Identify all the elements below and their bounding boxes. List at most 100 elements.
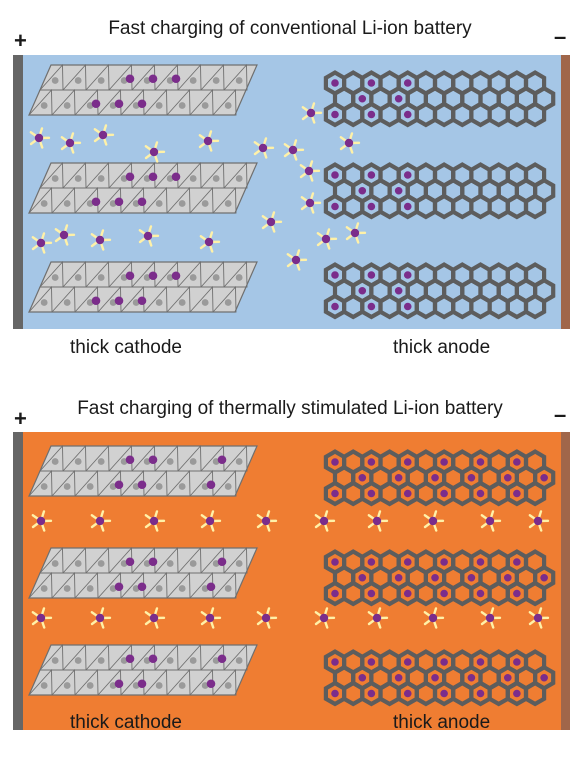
lithium-ion (394, 573, 403, 582)
lithium-ion (125, 172, 135, 182)
cathode-site (155, 483, 163, 490)
cathode-layer (27, 444, 258, 497)
cathode-site (155, 585, 163, 592)
solvated-lithium-ion (90, 607, 112, 629)
cathode-lattice-cell (165, 186, 191, 214)
lithium-ion (331, 458, 339, 466)
anode-layer (323, 70, 556, 128)
cathode-site (51, 657, 59, 664)
solvated-lithium-ion (256, 510, 278, 532)
lithium-ion (467, 573, 476, 582)
lithium-ion (291, 255, 301, 265)
lithium-ion (217, 557, 227, 567)
lithium-ion (148, 172, 158, 182)
cathode-site (235, 560, 243, 567)
solvated-lithium-ion (367, 607, 389, 629)
solvated-lithium-ion (90, 229, 112, 251)
negative-terminal-sign: – (554, 402, 567, 427)
lithium-ion (36, 516, 46, 526)
solvated-lithium-ion (90, 510, 112, 532)
lithium-ion (394, 673, 403, 682)
cathode-site (178, 483, 186, 490)
solvated-lithium-ion (367, 510, 389, 532)
lithium-ion (36, 238, 46, 248)
solvated-lithium-ion (29, 127, 51, 149)
lithium-ion (350, 228, 360, 238)
solvated-lithium-ion (144, 607, 166, 629)
lithium-ion (149, 147, 159, 157)
lithium-ion (114, 99, 124, 109)
cathode-site (178, 200, 186, 207)
cathode-lattice-cell (73, 571, 99, 599)
lithium-ion (533, 613, 543, 623)
cathode-lattice-cell (73, 668, 99, 696)
lithium-ion (358, 673, 367, 682)
cathode-lattice-cell (142, 571, 168, 599)
cathode-lattice-cell (211, 186, 237, 214)
cathode-layer (27, 63, 258, 116)
lithium-ion (114, 480, 124, 490)
anode-layer (323, 262, 556, 320)
lithium-ion (206, 679, 216, 689)
cathode-lattice-cell (50, 186, 76, 214)
cathode-site (51, 274, 59, 281)
cathode-lattice-cell (188, 186, 214, 214)
lithium-ion (261, 613, 271, 623)
solvated-lithium-ion (301, 102, 323, 124)
anode-layer (323, 162, 556, 220)
cathode-site (189, 458, 197, 465)
lithium-ion (403, 489, 412, 498)
cathode-lattice-cell (142, 668, 168, 696)
cathode-lattice-cell (27, 668, 53, 696)
solvated-lithium-ion (31, 607, 53, 629)
lithium-ion (331, 558, 339, 566)
cathode-site (74, 274, 82, 281)
lithium-ion (331, 79, 339, 87)
lithium-ion (137, 99, 147, 109)
cathode-site (155, 299, 163, 306)
lithium-ion (91, 197, 101, 207)
lithium-ion (95, 235, 105, 245)
solvated-lithium-ion (300, 192, 322, 214)
lithium-ion (137, 296, 147, 306)
lithium-ion (203, 136, 213, 146)
lithium-ion (540, 473, 548, 482)
cathode-site (212, 175, 220, 182)
lithium-ion (485, 613, 495, 623)
lithium-ion (403, 202, 412, 211)
solvated-lithium-ion (528, 607, 550, 629)
cathode-lattice-cell (27, 469, 53, 497)
cathode-lattice-cell (211, 469, 237, 497)
solvated-lithium-ion (423, 510, 445, 532)
cathode-site (212, 77, 220, 84)
lithium-ion (321, 234, 331, 244)
lithium-ion (331, 271, 339, 279)
cathode-site (235, 458, 243, 465)
cathode-site (224, 200, 232, 207)
lithium-ion (137, 480, 147, 490)
solvated-lithium-ion (138, 225, 160, 247)
solvated-lithium-ion (198, 130, 220, 152)
lithium-ion (367, 558, 376, 566)
lithium-ion (148, 654, 158, 664)
cathode-site (224, 682, 232, 689)
negative-current-collector (561, 55, 570, 329)
cathode-site (63, 299, 71, 306)
lithium-ion (367, 458, 376, 466)
lithium-ion (431, 473, 439, 482)
graphite-ring (523, 580, 547, 607)
cathode-lattice-cell (165, 88, 191, 116)
positive-terminal-sign: + (14, 28, 27, 53)
cathode-lattice-cell (73, 469, 99, 497)
lithium-ion (513, 689, 521, 698)
lithium-ion (431, 573, 439, 582)
cathode-site (155, 102, 163, 109)
graphite-ring (523, 680, 547, 707)
cathode-lattice-cell (211, 285, 237, 313)
lithium-ion (476, 689, 485, 698)
lithium-ion (367, 110, 376, 119)
cathode-site (40, 299, 48, 306)
cathode-site (155, 682, 163, 689)
cathode-site (74, 77, 82, 84)
lithium-ion (305, 198, 315, 208)
